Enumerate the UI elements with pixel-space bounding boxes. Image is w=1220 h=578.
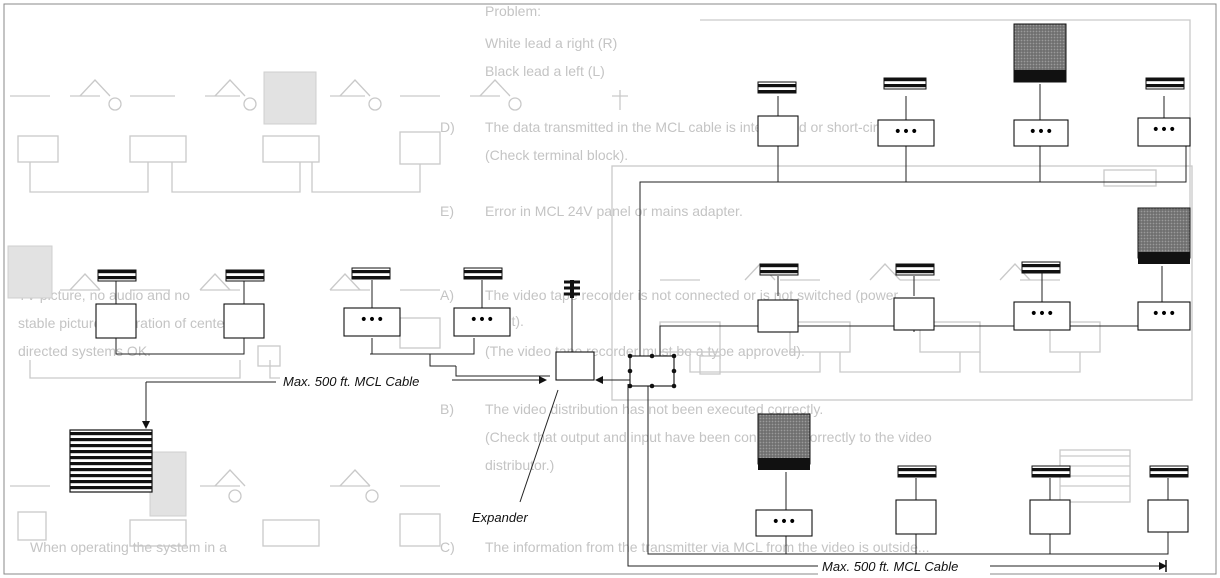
device-box (895, 499, 937, 535)
monitor-base (758, 458, 810, 470)
ghost-text-1: White lead a right (R) (485, 35, 617, 51)
monitor-screen (1137, 207, 1191, 259)
device-row-middle: ••• ••• (757, 207, 1191, 333)
device-row-top: ••• ••• ••• (757, 23, 1191, 147)
ghost-text-10: directed systems OK. (18, 343, 151, 359)
device-box (223, 303, 265, 339)
device-box (453, 307, 511, 337)
dots-icon: ••• (1030, 306, 1055, 322)
device-box (1137, 301, 1191, 331)
ghost-text-2: Black lead a left (L) (485, 63, 605, 79)
left-bus-wire (115, 338, 475, 355)
ghost-text-8: TV picture, no audio and no (18, 287, 190, 303)
device-box (343, 307, 401, 337)
bottom-bus-wire (647, 384, 1169, 555)
ghost-text-18: distributor.) (485, 457, 554, 473)
ghost-text-5: (Check terminal block). (485, 147, 628, 163)
expander-pointer (519, 389, 559, 503)
cable-label-bottom: Max. 500 ft. MCL Cable (822, 559, 958, 574)
bottom-drop-wires (785, 534, 1051, 554)
left-to-expander-wire (370, 353, 456, 367)
dots-icon: ••• (470, 312, 495, 328)
bleed-through-layer: Problem: White lead a right (R) Black le… (7, 3, 1193, 555)
ghost-text-4: The data transmitted in the MCL cable is… (485, 119, 915, 135)
device-box (755, 509, 813, 537)
ghost-text-16: The video distribution has not been exec… (485, 401, 823, 417)
device-row-left: ••• ••• (95, 267, 511, 339)
device-tuner-strip (1145, 77, 1185, 90)
device-box (95, 303, 137, 339)
dots-icon: ••• (1029, 124, 1054, 140)
ghost-text-7: Error in MCL 24V panel or mains adapter. (485, 203, 743, 219)
ghost-text-21: The information from the transmitter via… (485, 539, 930, 555)
monitor-screen (757, 413, 811, 465)
ghost-text-15: B) (440, 401, 454, 417)
device-tuner-strip (1021, 261, 1061, 274)
ghost-text-20: C) (440, 539, 455, 555)
expander-box (555, 351, 595, 381)
expander-feed-wire (455, 366, 550, 377)
junction-box (629, 355, 675, 387)
antenna-connector-stem (570, 280, 574, 298)
middle-drop-wires (777, 326, 1161, 332)
dots-icon: ••• (360, 312, 385, 328)
device-tuner-strip (351, 267, 391, 280)
monitor-base (1138, 252, 1190, 264)
dots-icon: ••• (1152, 122, 1177, 138)
device-box (757, 299, 799, 333)
ghost-text-3: D) (440, 119, 455, 135)
bottom-stems (785, 472, 1169, 510)
cable-label-bg-bottom (818, 557, 990, 575)
device-tuner-strip (97, 269, 137, 282)
device-tuner-strip (895, 263, 935, 276)
device-tuner-strip (883, 77, 927, 90)
ghost-text-11: A) (440, 287, 454, 303)
central-unit-stack (69, 429, 153, 493)
ghost-text-6: E) (440, 203, 454, 219)
top-drop-wires (777, 146, 1041, 182)
device-row-bottom: ••• (755, 413, 1189, 537)
cable-label-top: Max. 500 ft. MCL Cable (283, 374, 419, 389)
middle-stems (777, 266, 1163, 302)
device-tuner-strip (1031, 465, 1071, 478)
expander-group (555, 280, 677, 389)
device-tuner-strip (757, 81, 797, 94)
device-box (1029, 499, 1071, 535)
device-tuner-strip (759, 263, 799, 276)
device-tuner-strip (463, 267, 503, 280)
ghost-text-0: Problem: (485, 3, 541, 19)
cable-label-bg-top (280, 372, 450, 390)
dots-icon: ••• (894, 124, 919, 140)
ghost-text-19: When operating the system in a (30, 539, 227, 555)
device-box (893, 297, 935, 331)
device-box (1147, 499, 1189, 533)
device-tuner-strip (1149, 465, 1189, 478)
device-box (1013, 119, 1069, 147)
device-box (1137, 117, 1191, 147)
device-box (1013, 301, 1071, 331)
page-frame (3, 3, 1217, 575)
monitor-base (1014, 70, 1066, 82)
ghost-text-12: The video tape recorder is not connected… (485, 287, 899, 303)
top-stems (777, 84, 1165, 120)
top-bus-wire (639, 146, 1187, 356)
device-box (757, 115, 799, 147)
expander-label: Expander (472, 510, 528, 525)
device-box (877, 119, 935, 147)
device-tuner-strip (897, 465, 937, 478)
device-tuner-strip (225, 269, 265, 282)
dots-icon: ••• (1152, 306, 1177, 322)
central-unit (69, 429, 153, 493)
ghost-text-17: (Check that output and input have been c… (485, 429, 932, 445)
dots-icon: ••• (772, 514, 797, 530)
left-stems (115, 280, 483, 308)
